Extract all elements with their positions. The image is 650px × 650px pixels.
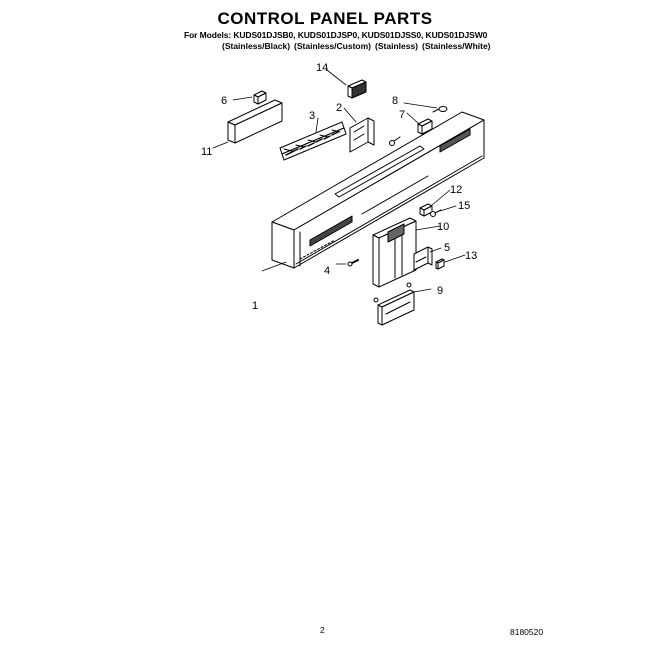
callout-4: 4 <box>324 265 330 277</box>
model-number: KUDS01DJSW0 <box>425 30 488 40</box>
screw <box>389 136 401 146</box>
callout-15: 15 <box>458 200 470 212</box>
model-list: For Models: KUDS01DJSB0, KUDS01DJSP0, KU… <box>184 30 487 41</box>
callout-labels: 1 2 3 4 5 6 7 8 9 10 11 12 13 14 15 <box>201 62 477 312</box>
clip <box>413 246 433 271</box>
mounting-bracket <box>373 282 415 326</box>
document-code: 8180520 <box>510 627 544 637</box>
screw <box>432 106 448 113</box>
model-number: KUDS01DJSS0, <box>361 30 424 40</box>
model-number: KUDS01DJSB0, <box>233 30 296 40</box>
callout-1: 1 <box>252 300 258 312</box>
callout-3: 3 <box>309 110 315 122</box>
control-overlay <box>279 121 347 161</box>
connector <box>419 203 433 217</box>
screw <box>430 209 442 217</box>
end-cap <box>253 90 267 105</box>
button <box>417 118 433 135</box>
callout-8: 8 <box>392 95 398 107</box>
models-prefix: For Models: <box>184 30 232 40</box>
control-panel-console <box>271 111 485 269</box>
bracket <box>349 117 375 153</box>
callout-5: 5 <box>444 242 450 254</box>
callout-12: 12 <box>450 184 462 196</box>
page-number: 2 <box>320 625 325 635</box>
screw <box>347 259 359 267</box>
model-variants: (Stainless/Black)(Stainless/Custom)(Stai… <box>222 41 495 52</box>
callout-7: 7 <box>399 109 405 121</box>
callout-11: 11 <box>201 146 212 158</box>
model-variant: (Stainless) <box>375 41 419 51</box>
callout-14: 14 <box>316 62 328 74</box>
page-title: CONTROL PANEL PARTS <box>217 9 433 28</box>
control-module <box>372 217 417 288</box>
model-variant: (Stainless/Custom) <box>294 41 372 51</box>
trim-strip <box>227 99 283 144</box>
callout-6: 6 <box>221 95 227 107</box>
model-variant: (Stainless/White) <box>422 41 491 51</box>
model-number: KUDS01DJSP0, <box>297 30 360 40</box>
callout-13: 13 <box>465 250 477 262</box>
leader-lines <box>212 69 466 293</box>
screw <box>435 258 445 270</box>
model-variant: (Stainless/Black) <box>222 41 291 51</box>
callout-10: 10 <box>437 221 449 233</box>
callout-2: 2 <box>336 102 342 114</box>
knob <box>347 79 367 99</box>
callout-9: 9 <box>437 285 443 297</box>
